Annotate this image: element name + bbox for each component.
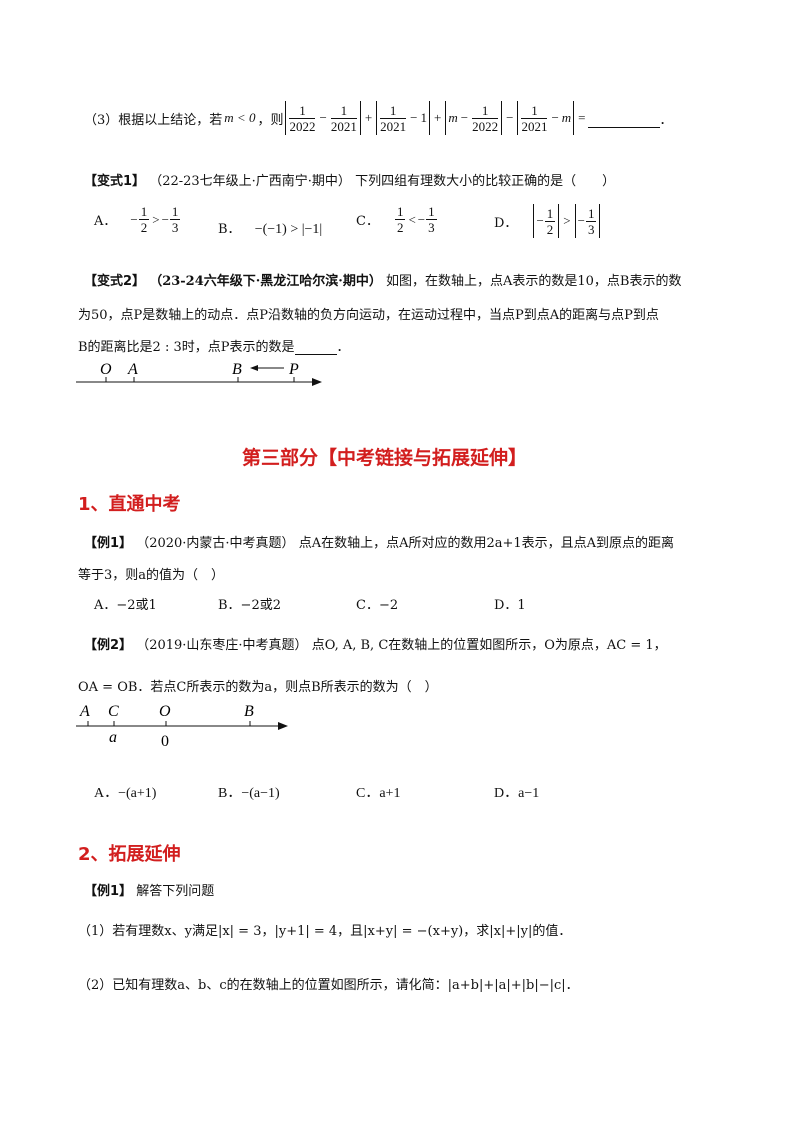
part3-title: 第三部分【中考链接与拓展延伸】 [242, 447, 528, 469]
ex2-line2: OA = OB．若点C所表示的数为a，则点B所表示的数为（ ） [78, 680, 438, 695]
label-o: O [100, 361, 112, 378]
bianshi2-line2: 为50，点P是数轴上的动点．点P沿数轴的负方向运动，在运动过程中，当点P到点A的… [78, 308, 659, 323]
label-o: O [159, 703, 171, 720]
label-a: A [79, 703, 90, 720]
ex1-option-c[interactable]: C．−2 [356, 598, 399, 613]
label-b: B [244, 703, 254, 720]
bianshi2-source: （23-24六年级下·黑龙江哈尔滨·期中） [149, 274, 382, 289]
label-zero: 0 [161, 733, 169, 750]
ex2-line1: 【例2】 （2019·山东枣庄·中考真题） 点O, A, B, C在数轴上的位置… [84, 638, 667, 653]
label-p: P [288, 361, 299, 378]
item3-number: （3） [84, 112, 119, 128]
label-c: C [108, 703, 119, 720]
ex3-tag: 【例1】 [84, 884, 133, 899]
bianshi1-source: （22-23七年级上·广西南宁·期中） [149, 174, 351, 189]
ex3-q2: （2）已知有理数a、b、c的在数轴上的位置如图所示，请化简：|a+b|+|a|+… [78, 978, 579, 993]
bianshi2-line1: 【变式2】 （23-24六年级下·黑龙江哈尔滨·期中） 如图，在数轴上，点A表示… [84, 274, 682, 289]
sec2-title: 2、拓展延伸 [78, 844, 181, 865]
ex1-tag: 【例1】 [84, 536, 133, 551]
number-line-bianshi2: O A B P [76, 361, 322, 386]
ex1-option-a[interactable]: A．−2或1 [94, 598, 157, 613]
ex2-option-c[interactable]: C．a+1 [356, 786, 401, 801]
ex3-stem: 解答下列问题 [136, 884, 215, 899]
label-b: B [232, 361, 242, 378]
sec1-title: 1、直通中考 [78, 494, 181, 515]
ex2-option-b[interactable]: B．−(a−1) [218, 786, 280, 801]
bianshi1-stem-line: 【变式1】 （22-23七年级上·广西南宁·期中） 下列四组有理数大小的比较正确… [84, 170, 615, 189]
ex1-option-d[interactable]: D．1 [494, 598, 526, 613]
bianshi2-line3: B的距离比是2 : 3时，点P表示的数是． [78, 338, 350, 355]
ex3-q1: （1）若有理数x、y满足|x| = 3，|y+1| = 4，且|x+y| = −… [78, 924, 572, 939]
ex1-line1: 【例1】 （2020·内蒙古·中考真题） 点A在数轴上，点A所对应的数用2a+1… [84, 536, 675, 551]
ex3-stem-line: 【例1】 解答下列问题 [84, 880, 214, 899]
ex2-option-d[interactable]: D．a−1 [494, 786, 540, 801]
ex1-line2: 等于3，则a的值为（ ） [78, 568, 225, 583]
answer-blank-3[interactable] [587, 109, 660, 128]
answer-blank-bianshi2[interactable] [294, 338, 337, 355]
label-a-value: a [109, 729, 117, 746]
ex1-option-b[interactable]: B．−2或2 [218, 598, 281, 613]
ex2-option-a[interactable]: A．−(a+1) [94, 786, 157, 801]
label-a: A [127, 361, 138, 378]
ex2-tag: 【例2】 [84, 638, 133, 653]
ex1-source: （2020·内蒙古·中考真题） [136, 536, 295, 551]
item3-text1: 根据以上结论，若 [118, 112, 223, 128]
item3-cond: m < 0 [224, 110, 256, 125]
bianshi1-tag: 【变式1】 [84, 174, 146, 189]
bianshi2-tag: 【变式2】 [84, 274, 146, 289]
item3-text2: ，则 [257, 112, 284, 128]
bianshi1-stem: 下列四组有理数大小的比较正确的是（ ） [355, 174, 616, 189]
bianshi1-option-b-expr: −(−1) > |−1| [254, 222, 323, 237]
ex2-source: （2019·山东枣庄·中考真题） [136, 638, 308, 653]
bianshi1-option-b[interactable]: B． −(−1) > |−1| [218, 222, 323, 237]
number-line-ex2: A C O B a 0 [76, 703, 288, 750]
